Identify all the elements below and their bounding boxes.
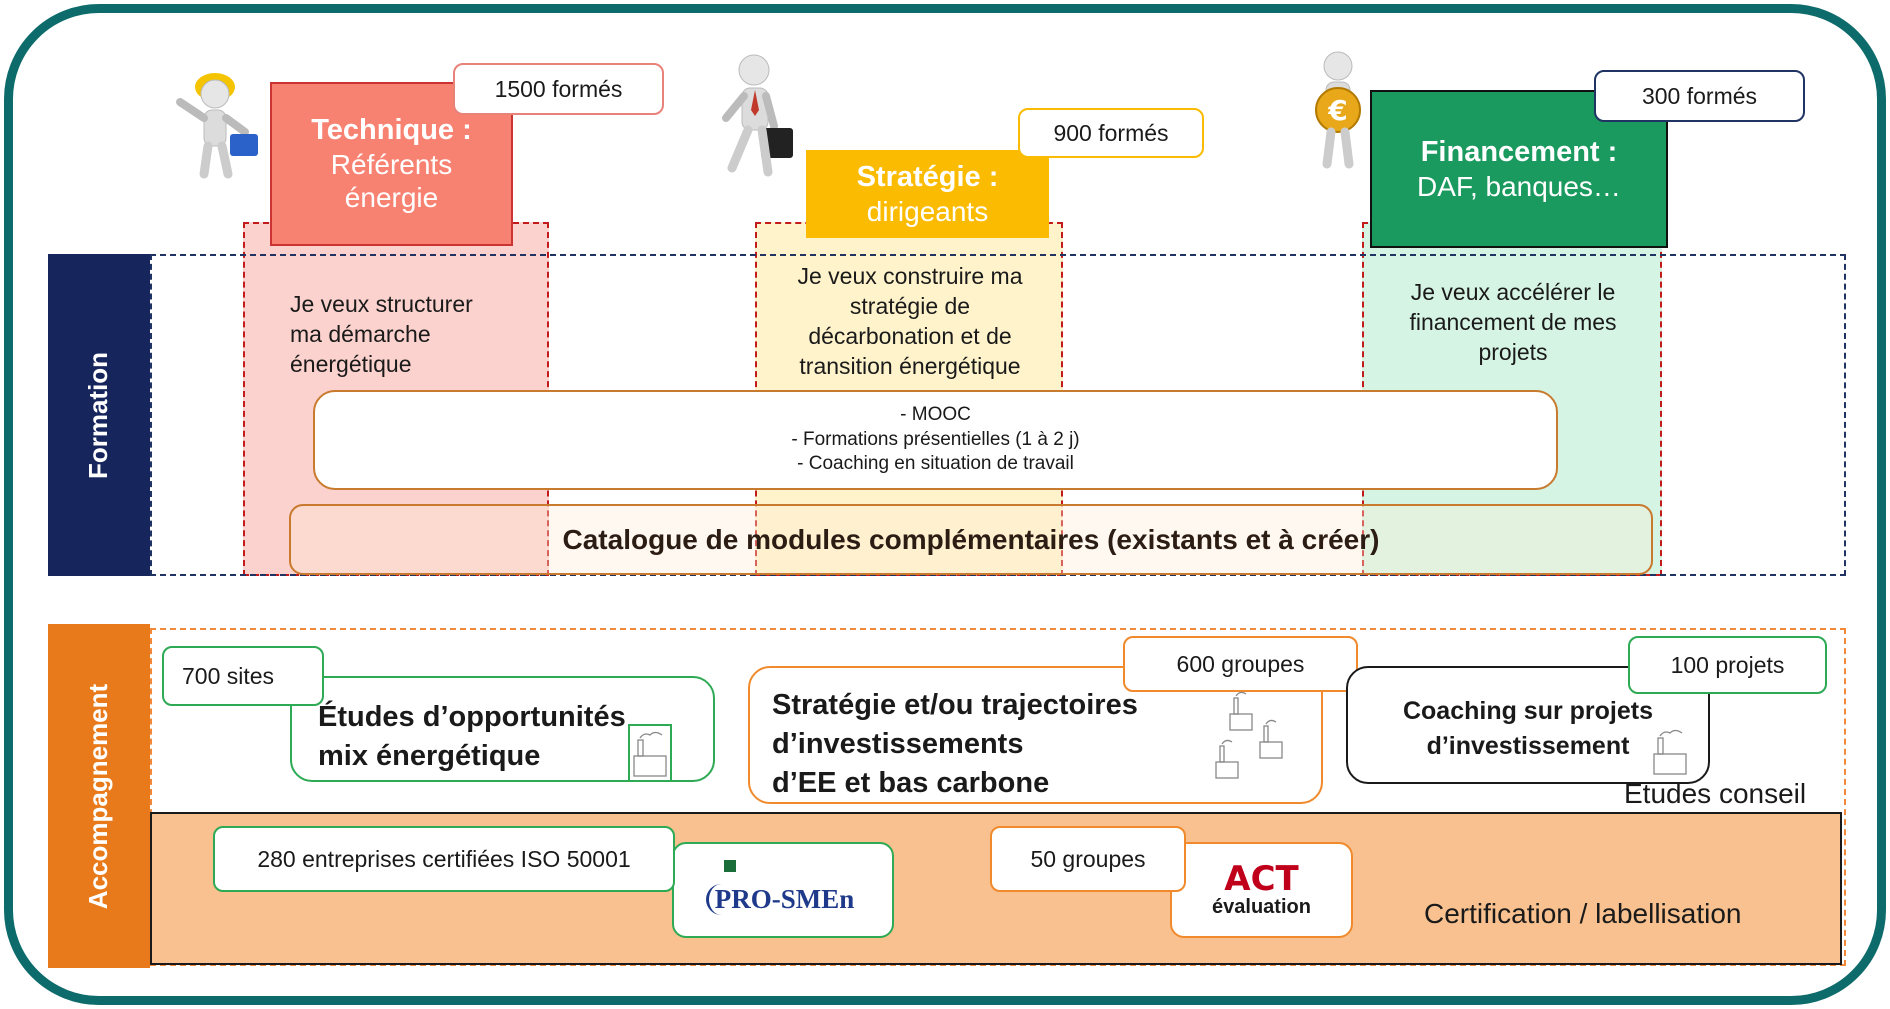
technique-title: Technique : [311,114,472,146]
prosmen-logo-box: PRO-SMEn [672,842,894,938]
formation-side-label: Formation [48,254,150,576]
accompagnement-label: Accompagnement [83,683,114,909]
act-logo-sub: évaluation [1212,895,1311,918]
strategie-subtitle: dirigeants [866,195,989,227]
catalogue-box: Catalogue de modules complémentaires (ex… [289,504,1653,575]
strategie-acc-box: Stratégie et/ou trajectoires d’investiss… [748,666,1323,804]
formation-modalities-box: - MOOC - Formations présentielles (1 à 2… [313,390,1558,490]
financement-subtitle: DAF, banques… [1417,170,1621,202]
strategie-need: Je veux construire ma stratégie de décar… [797,263,1023,379]
factory-icon [1648,722,1692,778]
certification-label: Certification / labellisation [1424,898,1742,929]
act-count-badge: 50 groupes [990,826,1186,892]
formation-area [150,254,1846,576]
etudes-count-badge: 700 sites [162,646,324,706]
svg-text:€: € [1327,94,1347,127]
formation-label: Formation [83,351,114,479]
worker-figure-icon [160,62,270,182]
factory-icon [628,724,672,782]
technique-need: Je veux structurer ma démarche énergétiq… [290,291,473,377]
technique-subtitle-1: Référents [330,148,453,180]
prosmen-count-badge: 280 entreprises certifiées ISO 50001 [213,826,675,892]
strategie-acc-count-badge: 600 groupes [1123,636,1358,692]
act-logo: ACT [1224,858,1299,899]
factory-icon [1210,686,1300,786]
technique-count-badge: 1500 formés [453,63,664,115]
catalogue-label: Catalogue de modules complémentaires (ex… [562,523,1380,555]
businessman-figure-icon [706,50,806,180]
strategie-title: Stratégie : [856,160,999,193]
technique-header: Technique : Référents énergie [270,82,513,246]
technique-subtitle-2: énergie [344,182,439,214]
coaching-count-badge: 100 projets [1628,636,1827,694]
act-logo-box: ACT évaluation [1170,842,1353,938]
financement-title: Financement : [1420,135,1618,168]
accompagnement-area [150,628,1846,966]
strategie-header: Stratégie : dirigeants [806,150,1049,238]
accompagnement-side-label: Accompagnement [48,624,150,968]
financement-header: Financement : DAF, banques… [1370,90,1668,248]
financement-need: Je veux accélérer le financement de mes … [1409,279,1617,365]
euro-figure-icon: € [1293,48,1383,172]
strategie-count-badge: 900 formés [1018,108,1204,158]
prosmen-logo: PRO-SMEn [705,883,861,915]
financement-count-badge: 300 formés [1594,70,1805,122]
